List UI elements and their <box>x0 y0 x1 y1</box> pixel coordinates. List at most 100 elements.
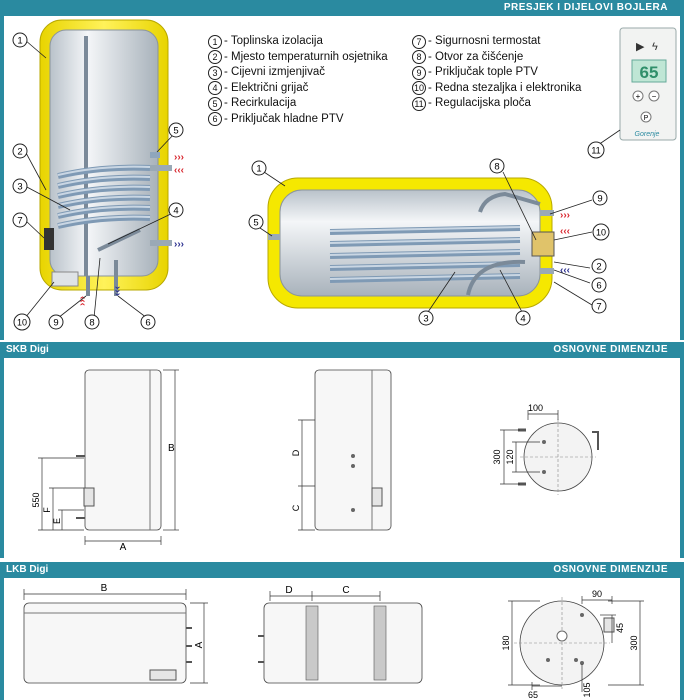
callout-number: 2 <box>17 147 22 158</box>
thermostat-box <box>83 487 95 507</box>
section-title: PRESJEK I DIJELOVI BOJLERA <box>503 2 668 13</box>
callout-marker: 8 <box>489 158 505 174</box>
legend-number: 7 <box>412 34 426 49</box>
legend-item: 9- Priključak tople PTV <box>412 65 581 81</box>
callout-marker: 7 <box>12 212 28 228</box>
legend-item: 11- Regulacijska ploča <box>412 96 581 112</box>
legend-item: 10- Redna stezaljka i elektronika <box>412 81 581 97</box>
svg-text:P: P <box>644 115 649 122</box>
recirculation-port <box>268 234 280 240</box>
terminal-box <box>531 231 555 257</box>
section-subtitle: OSNOVNE DIMENZIJE <box>553 344 668 355</box>
legend-number: 8 <box>412 50 426 65</box>
dim-90: 90 <box>592 589 602 599</box>
callout-marker: 11 <box>587 141 605 159</box>
legend-item: 1- Toplinska izolacija <box>208 34 388 50</box>
callout-number: 4 <box>173 206 178 217</box>
dim-100: 100 <box>528 403 543 413</box>
skb-side-view <box>314 369 392 531</box>
coil-inlet <box>150 240 172 246</box>
callout-number: 9 <box>53 318 58 329</box>
legend-label: - Mjesto temperaturnih osjetnika <box>224 50 388 63</box>
dim-B: B <box>168 443 175 454</box>
electric-heater <box>97 228 141 252</box>
legend-item: 7- Sigurnosni termostat <box>412 34 581 50</box>
legend-number: 4 <box>208 81 222 96</box>
lcd-value: 65 <box>640 63 659 82</box>
horizontal-callouts: 1 5 3 4 8 9 10 2 6 7 <box>248 158 610 326</box>
legend-number: 2 <box>208 50 222 65</box>
callout-number: 8 <box>494 162 499 173</box>
coil-outlet <box>150 165 172 171</box>
legend-number: 9 <box>412 65 426 80</box>
thermostat-box <box>149 669 177 681</box>
legend-label: - Redna stezaljka i elektronika <box>428 81 582 94</box>
legend-label: - Priključak tople PTV <box>428 66 538 79</box>
dim-B: B <box>101 583 108 594</box>
legend-label: - Regulacijska ploča <box>428 97 531 110</box>
section-header-skb: SKB Digi OSNOVNE DIMENZIJE <box>0 342 684 358</box>
legend-item: 2- Mjesto temperaturnih osjetnika <box>208 50 388 66</box>
callout-number: 10 <box>596 228 606 238</box>
dim-180: 180 <box>501 635 511 650</box>
legend-label: - Toplinska izolacija <box>224 35 323 48</box>
callout-marker: 2 <box>591 258 607 274</box>
dim-300: 300 <box>629 635 639 650</box>
hot-arrow: ‹‹‹ <box>560 226 570 237</box>
legend-label: - Električni grijač <box>224 81 309 94</box>
legend-item: 4- Električni grijač <box>208 81 388 97</box>
skb-front-view <box>76 369 162 531</box>
dim-550: 550 <box>31 492 41 507</box>
callout-marker: 1 <box>12 32 28 48</box>
dim-A: A <box>120 542 127 553</box>
callout-number: 7 <box>17 216 22 227</box>
legend-label: - Sigurnosni termostat <box>428 35 541 48</box>
hot-outlet-port <box>540 210 554 216</box>
cold-inlet-port <box>540 268 554 274</box>
callout-marker: 3 <box>12 178 28 194</box>
callout-marker: 9 <box>48 314 64 330</box>
dim-A: A <box>194 641 205 648</box>
section-title: SKB Digi <box>6 344 49 355</box>
electric-heater <box>466 259 526 296</box>
lkb-panel <box>0 578 684 700</box>
dim-120: 120 <box>505 449 515 464</box>
legend-right: 7- Sigurnosni termostat 8- Otvor za čišć… <box>412 34 581 112</box>
legend-left: 1- Toplinska izolacija 2- Mjesto tempera… <box>208 34 388 127</box>
power-button[interactable] <box>640 111 652 123</box>
legend-item: 6- Priključak hladne PTV <box>208 112 388 128</box>
hot-arrow: ‹‹‹ <box>174 165 184 176</box>
lightning-icon: ϟ <box>652 41 658 53</box>
legend-item: 3- Cijevni izmjenjivač <box>208 65 388 81</box>
callout-marker: 7 <box>591 298 607 314</box>
dim-D: D <box>291 449 301 456</box>
terminal-box <box>51 271 79 287</box>
legend-item: 5- Recirkulacija <box>208 96 388 112</box>
callout-marker: 3 <box>418 310 434 326</box>
callout-number: 5 <box>173 126 178 137</box>
section-header-lkb: LKB Digi OSNOVNE DIMENZIJE <box>0 562 684 578</box>
legend-label: - Cijevni izmjenjivač <box>224 66 325 79</box>
legend-number: 3 <box>208 65 222 80</box>
cold-arrow: ››› <box>112 286 123 296</box>
svg-text:+: + <box>636 92 641 101</box>
legend-number: 11 <box>412 96 426 111</box>
callout-number: 10 <box>17 318 27 328</box>
section-title: LKB Digi <box>6 564 49 575</box>
vertical-boiler: ››› ‹‹‹ ››› ››› ››› <box>39 19 184 306</box>
callout-number: 2 <box>596 262 601 273</box>
callout-marker: 8 <box>84 314 100 330</box>
callout-number: 1 <box>17 36 22 47</box>
minus-button[interactable] <box>648 90 660 102</box>
plus-button[interactable] <box>632 90 644 102</box>
lcd-display <box>631 59 667 83</box>
dim-E: E <box>52 518 62 524</box>
brand-logo: Gorenje <box>635 131 660 138</box>
hot-arrow: ››› <box>560 210 570 221</box>
callout-number: 3 <box>423 314 428 325</box>
lkb-side-view <box>514 597 615 689</box>
skb-top-view <box>518 419 599 495</box>
callout-marker: 10 <box>13 313 31 331</box>
cold-arrow: ‹‹‹ <box>560 265 570 276</box>
